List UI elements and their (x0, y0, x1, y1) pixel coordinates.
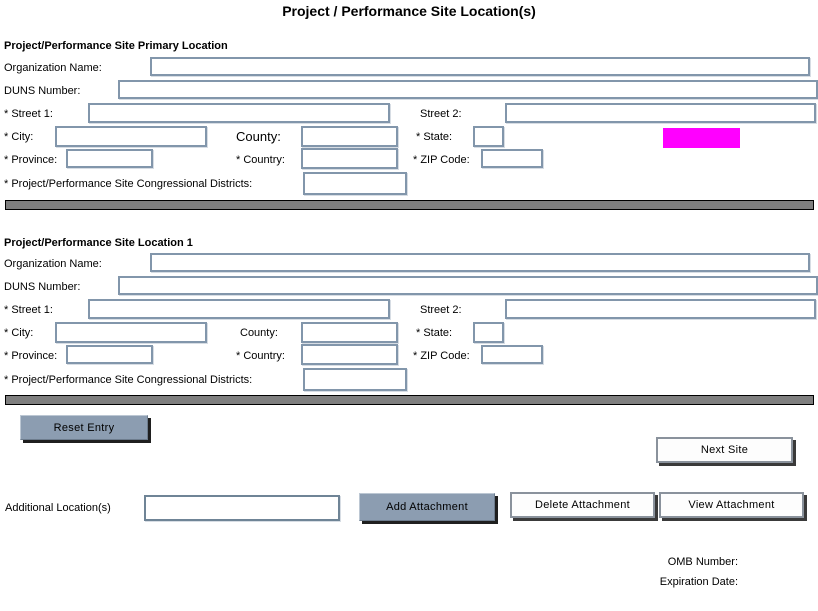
city-label: * City: (4, 327, 34, 339)
street1-input[interactable] (88, 103, 390, 123)
street1-label: * Street 1: (4, 108, 53, 120)
delete-attachment-button[interactable]: Delete Attachment (510, 492, 655, 518)
province-label: * Province: (4, 154, 58, 166)
reset-entry-button[interactable]: Reset Entry (20, 415, 148, 440)
organization-name-input[interactable] (150, 253, 810, 272)
street2-label: Street 2: (420, 304, 462, 316)
duns-number-input[interactable] (118, 276, 818, 295)
province-label: * Province: (4, 350, 58, 362)
state-label: * State: (416, 131, 453, 143)
street2-label: Street 2: (420, 108, 462, 120)
country-input[interactable] (301, 344, 398, 365)
state-label: * State: (416, 327, 453, 339)
county-label: County: (236, 129, 281, 144)
next-site-button[interactable]: Next Site (656, 437, 793, 463)
county-input[interactable] (301, 126, 398, 147)
highlight-indicator (663, 128, 740, 148)
street1-label: * Street 1: (4, 304, 53, 316)
duns-number-label: DUNS Number: (4, 85, 81, 97)
section-divider-bar (5, 395, 814, 405)
city-label: * City: (4, 131, 34, 143)
section-header: Project/Performance Site Primary Locatio… (4, 40, 228, 52)
street2-input[interactable] (505, 103, 816, 123)
zip-code-label: * ZIP Code: (413, 350, 470, 362)
expiration-date-label: Expiration Date: (659, 576, 738, 588)
city-input[interactable] (55, 126, 207, 147)
county-label: County: (240, 327, 278, 339)
congressional-districts-label: * Project/Performance Site Congressional… (4, 178, 253, 190)
section-divider-bar (5, 200, 814, 210)
street2-input[interactable] (505, 299, 816, 319)
zip-code-label: * ZIP Code: (413, 154, 470, 166)
congressional-districts-input[interactable] (303, 368, 407, 391)
city-input[interactable] (55, 322, 207, 343)
province-input[interactable] (66, 149, 153, 168)
section-header: Project/Performance Site Location 1 (4, 237, 193, 249)
omb-number-label: OMB Number: (667, 556, 738, 568)
state-input[interactable] (473, 322, 504, 343)
country-input[interactable] (301, 148, 398, 169)
province-input[interactable] (66, 345, 153, 364)
organization-name-label: Organization Name: (4, 258, 102, 270)
zip-code-input[interactable] (481, 345, 543, 364)
page-title: Project / Performance Site Location(s) (282, 3, 536, 19)
country-label: * Country: (236, 154, 285, 166)
county-input[interactable] (301, 322, 398, 343)
additional-locations-input[interactable] (144, 495, 340, 521)
country-label: * Country: (236, 350, 285, 362)
duns-number-label: DUNS Number: (4, 281, 81, 293)
street1-input[interactable] (88, 299, 390, 319)
additional-locations-label: Additional Location(s) (5, 502, 111, 514)
view-attachment-button[interactable]: View Attachment (659, 492, 804, 518)
organization-name-label: Organization Name: (4, 62, 102, 74)
state-input[interactable] (473, 126, 504, 147)
congressional-districts-input[interactable] (303, 172, 407, 195)
congressional-districts-label: * Project/Performance Site Congressional… (4, 374, 253, 386)
duns-number-input[interactable] (118, 80, 818, 99)
add-attachment-button[interactable]: Add Attachment (359, 493, 495, 521)
organization-name-input[interactable] (150, 57, 810, 76)
zip-code-input[interactable] (481, 149, 543, 168)
